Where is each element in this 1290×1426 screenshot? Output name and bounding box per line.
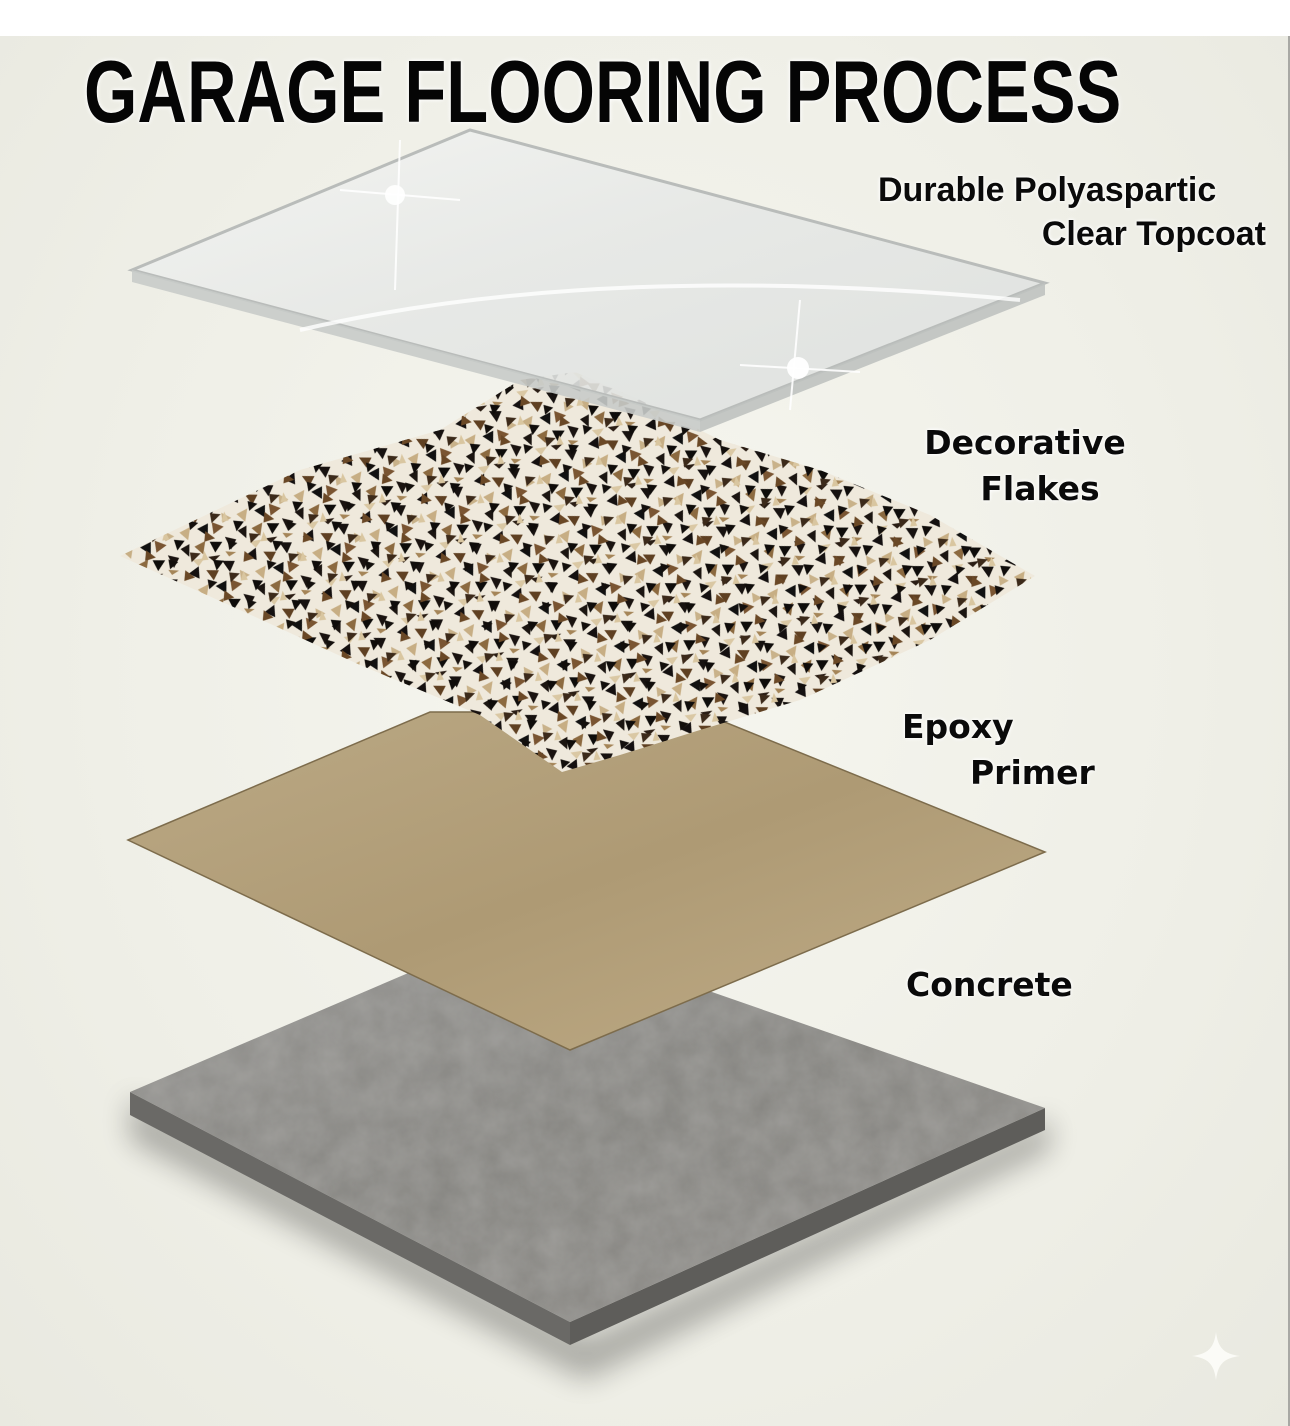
topcoat-layer [127, 128, 1050, 432]
primer-layer [126, 711, 1047, 1051]
sparkle-icon [1192, 1332, 1240, 1380]
label-primer: Epoxy Primer [902, 704, 1132, 796]
label-topcoat: Durable Polyaspartic Clear Topcoat [878, 168, 1288, 256]
label-flakes-line-2: Flakes [980, 469, 1100, 508]
label-topcoat-line-2: Clear Topcoat [1041, 215, 1266, 253]
label-topcoat-line-1: Durable Polyaspartic [878, 171, 1217, 209]
label-concrete: Concrete [906, 962, 1126, 1008]
label-concrete-line-1: Concrete [906, 965, 1073, 1004]
page-title: GARAGE FLOORING PROCESS [84, 42, 1122, 141]
label-primer-line-2: Primer [970, 753, 1095, 792]
label-flakes: Decorative Flakes [900, 420, 1150, 512]
label-flakes-line-1: Decorative [924, 423, 1126, 462]
label-primer-line-1: Epoxy [902, 707, 1014, 746]
concrete-layer [130, 960, 1050, 1380]
